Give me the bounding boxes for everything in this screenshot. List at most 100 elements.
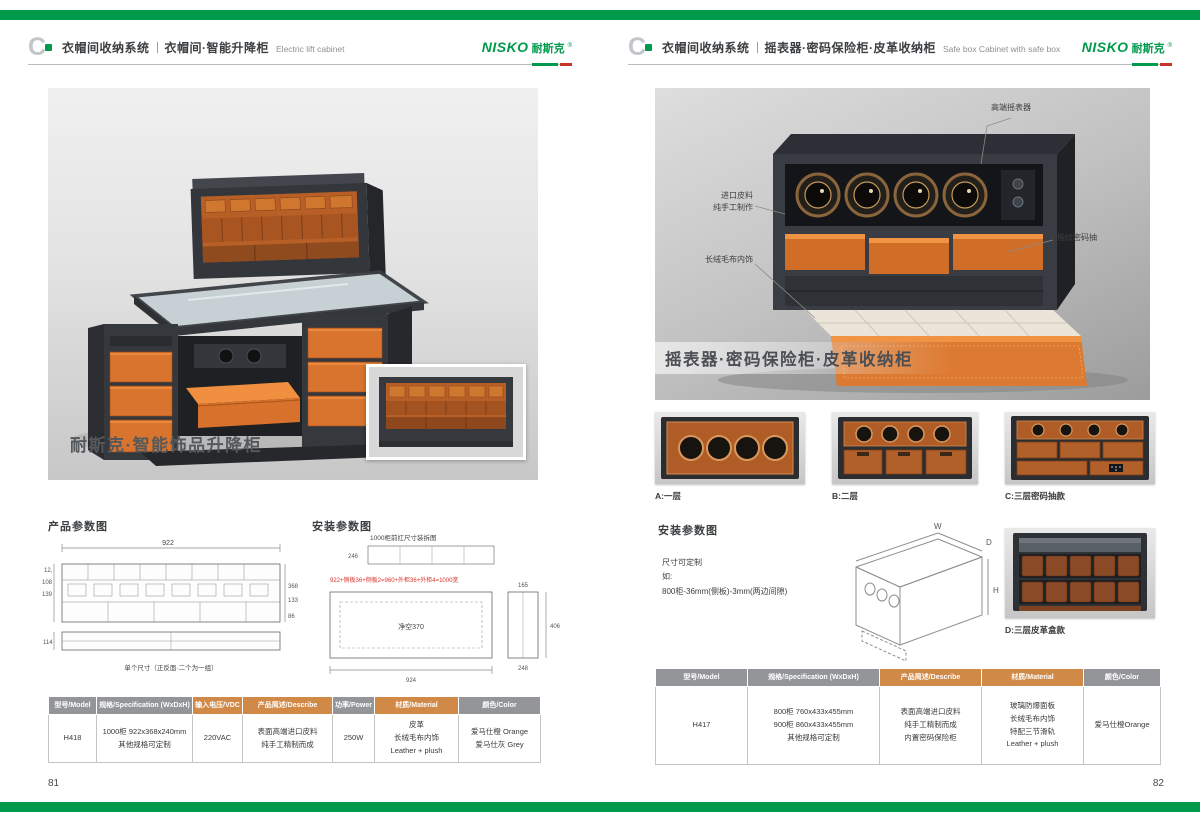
nisko-logo-cn: 耐斯克 — [531, 42, 565, 55]
td-describe: 表面高端进口皮料 纯手工精制而成 内置密码保险柜 — [879, 686, 982, 766]
dim-seg1: 12, — [44, 568, 53, 574]
page-number: 81 — [48, 778, 60, 789]
rule-green-accent — [532, 63, 558, 66]
detail-d-illustration — [1013, 533, 1147, 611]
header-titles: 衣帽间收纳系统 摇表器·密码保险柜·皮革收纳柜 Safe box Cabinet… — [662, 39, 1060, 56]
brand-c-mark: C — [28, 34, 54, 60]
table-header-row: 型号/Model 规格/Specification (WxDxH) 输入电压/V… — [48, 695, 541, 716]
th-model: 型号/Model — [48, 695, 97, 716]
registered-mark: ® — [567, 42, 572, 49]
rule-green-accent — [1132, 63, 1158, 66]
table-row: H418 1000柜 922x368x240mm 其他规格可定制 220VAC … — [48, 714, 541, 764]
rule-red-accent — [560, 63, 572, 66]
page-number: 82 — [1152, 778, 1164, 789]
dim-top: 165 — [518, 583, 529, 589]
td-spec: 800柜 760x433x455mm 900柜 860x433x455mm 其他… — [747, 686, 880, 766]
td-model: H418 — [48, 714, 97, 764]
callout-lines — [754, 117, 1054, 319]
detail-inset-photo — [366, 364, 526, 460]
dim-right: 406 — [550, 624, 561, 630]
dim-d-label: D — [986, 538, 992, 547]
page-header: C 衣帽间收纳系统 衣帽间·智能升降柜 Electric lift cabine… — [28, 34, 572, 60]
custom-size-note: 尺寸可定制 如: 800柜-36mm(侧板)-3mm(两边间隙) — [662, 558, 788, 596]
td-color: 爱马仕橙 Orange 爱马仕灰 Grey — [458, 714, 541, 764]
dim-height-bottom: 86 — [288, 614, 295, 620]
dim-bottom: 924 — [406, 678, 417, 684]
detail-a-illustration — [661, 417, 799, 479]
table-header-row: 型号/Model 规格/Specification (WxDxH) 产品简述/D… — [655, 667, 1161, 688]
header-rule — [28, 63, 572, 66]
dim-height-mid: 133 — [288, 598, 299, 604]
td-power: 250W — [332, 714, 375, 764]
callout-plush: 长绒毛布内饰 — [705, 255, 753, 264]
td-material: 玻璃防爆面板 长绒毛布内饰 特配三节滑轨 Leather + plush — [981, 686, 1084, 766]
callout-leather: 进口皮料 纯手工制作 — [713, 191, 753, 212]
top-green-bar — [0, 10, 1200, 20]
middle-drawers — [785, 234, 1043, 274]
detail-photo-c — [1005, 412, 1155, 484]
watch-winders — [795, 172, 988, 218]
header-rule — [628, 63, 1172, 66]
detail-photo-a — [655, 412, 805, 484]
width-formula: 922+侧板36+侧板2=960+外柜36+外柜4=1000宽 — [330, 576, 458, 584]
dim-bottom2: 248 — [518, 666, 529, 672]
bottom-green-bar — [0, 802, 1200, 812]
dim-height-overall: 368 — [288, 584, 299, 590]
c-green-accent — [45, 44, 52, 51]
spec-table: 型号/Model 规格/Specification (WxDxH) 输入电压/V… — [48, 695, 541, 764]
th-spec: 规格/Specification (WxDxH) — [747, 667, 880, 688]
detail-label-d: D:三层皮革盒款 — [1005, 625, 1065, 635]
td-material: 皮革 长绒毛布内饰 Leather + plush — [374, 714, 459, 764]
th-color: 颜色/Color — [1083, 667, 1161, 688]
rule-red-accent — [1160, 63, 1172, 66]
dim-w-label: W — [934, 522, 942, 531]
title-divider — [756, 41, 758, 53]
install-params-title: 安装参数图 — [658, 525, 718, 537]
dim-base-height: 114 — [43, 640, 53, 646]
registered-mark: ® — [1167, 42, 1172, 49]
detail-b-illustration — [838, 417, 972, 479]
td-model: H417 — [655, 686, 748, 766]
iso-dimension-diagram: W D H — [855, 522, 999, 662]
th-describe: 产品简述/Describe — [879, 667, 982, 688]
nisko-logo-text: NISKO — [1081, 38, 1129, 55]
lift-cabinet-photo: 耐斯克·智能饰品升降柜 — [48, 88, 538, 480]
clearance-label: 净空370 — [398, 622, 424, 631]
td-color: 爱马仕橙Orange — [1083, 686, 1161, 766]
th-spec: 规格/Specification (WxDxH) — [96, 695, 193, 716]
th-material: 材质/Material — [981, 667, 1084, 688]
safe-box-cabinet-illustration — [718, 117, 1128, 393]
th-voltage: 输入电压/VDC — [192, 695, 243, 716]
drawing-note: 单个尺寸（正反面·二个为一组） — [124, 663, 217, 672]
th-describe: 产品简述/Describe — [242, 695, 333, 716]
page-title-en: Safe box Cabinet with safe box — [943, 43, 1061, 54]
dim-overall-width: 922 — [162, 540, 174, 547]
td-voltage: 220VAC — [192, 714, 243, 764]
safe-box-cabinet-photo: 高端摇表器 进口皮料 纯手工制作 长绒毛布内饰 指纹密码抽 摇表器·密码保险柜·… — [655, 88, 1150, 400]
detail-photo-d — [1005, 528, 1155, 618]
nisko-logo-text: NISKO — [481, 38, 529, 55]
spec-table: 型号/Model 规格/Specification (WxDxH) 产品简述/D… — [655, 667, 1161, 766]
product-caption: 摇表器·密码保险柜·皮革收纳柜 — [655, 342, 953, 374]
brand-c-mark: C — [628, 34, 654, 60]
product-dimension-drawing: 922 12, 108 139 368 — [42, 540, 299, 672]
th-power: 功率/Power — [332, 695, 375, 716]
product-params-title: 产品参数图 — [48, 521, 108, 533]
detail-c-illustration — [1011, 416, 1149, 480]
header-titles: 衣帽间收纳系统 衣帽间·智能升降柜 Electric lift cabinet — [62, 39, 345, 56]
th-model: 型号/Model — [655, 667, 748, 688]
install-dimension-drawing: 1000柜前扛尺寸装拆图 246 922+侧板36+侧板2=960+外柜36+外… — [329, 533, 561, 684]
c-green-accent — [645, 44, 652, 51]
callout-fingerprint: 指纹密码抽 — [1057, 233, 1097, 242]
td-spec: 1000柜 922x368x240mm 其他规格可定制 — [96, 714, 193, 764]
install-drawing-title: 1000柜前扛尺寸装拆图 — [370, 533, 436, 542]
page-header: C 衣帽间收纳系统 摇表器·密码保险柜·皮革收纳柜 Safe box Cabin… — [628, 34, 1172, 60]
series-title: 衣帽间收纳系统 — [662, 40, 750, 55]
dim-h-label: H — [993, 586, 999, 595]
title-divider — [156, 41, 158, 53]
table-row: H417 800柜 760x433x455mm 900柜 860x433x455… — [655, 686, 1161, 766]
page-82: C 衣帽间收纳系统 摇表器·密码保险柜·皮革收纳柜 Safe box Cabin… — [600, 0, 1200, 820]
page-title: 摇表器·密码保险柜·皮革收纳柜 — [764, 40, 937, 55]
c-letter: C — [28, 33, 47, 61]
